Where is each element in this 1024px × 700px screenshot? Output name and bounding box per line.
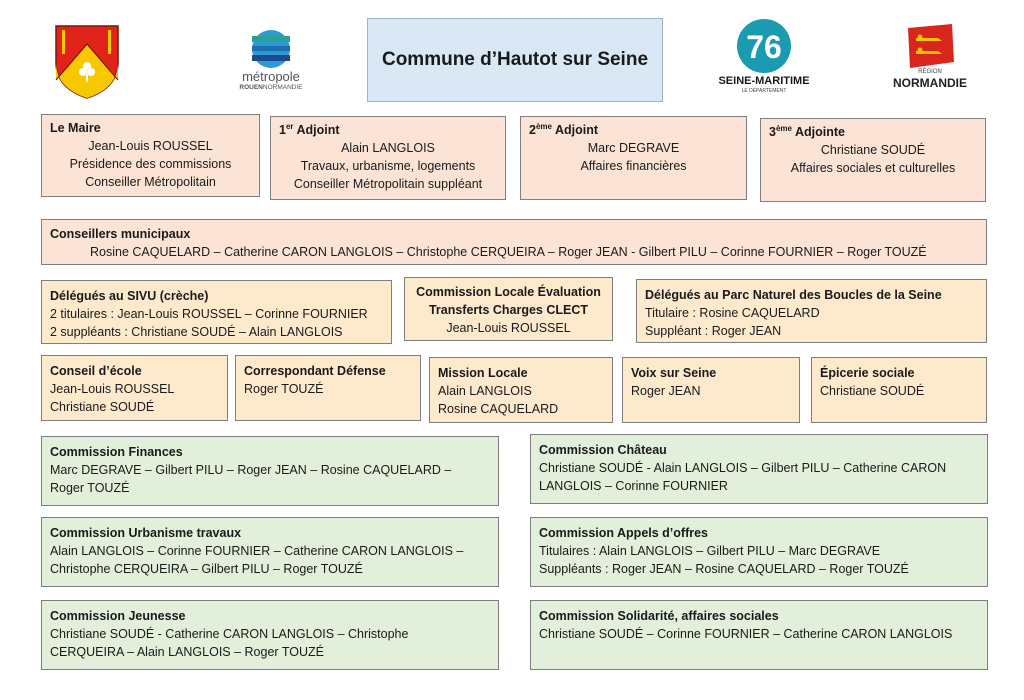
seine-maritime-name: SEINE-MARITIME [718, 75, 810, 87]
commission-urbanisme-title: Commission Urbanisme travaux [50, 526, 242, 540]
commission-solidarite-members: Christiane SOUDÉ – Corinne FOURNIER – Ca… [539, 627, 953, 641]
commission-finances-members-2: Roger TOUZÉ [50, 481, 130, 495]
commission-solidarite-box: Commission Solidarité, affaires sociales… [530, 600, 988, 670]
mission-locale-member-2: Rosine CAQUELARD [438, 402, 559, 416]
parc-naturel-suppleant: Suppléant : Roger JEAN [645, 324, 782, 338]
sivu-suppleants: 2 suppléants : Christiane SOUDÉ – Alain … [50, 325, 343, 339]
parc-naturel-titulaire: Titulaire : Rosine CAQUELARD [645, 306, 820, 320]
metropole-logo-text: métropole [242, 69, 300, 84]
mission-locale-title: Mission Locale [438, 366, 528, 380]
defense-member: Roger TOUZÉ [244, 382, 324, 396]
commission-appels-offres-titulaires: Titulaires : Alain LANGLOIS – Gilbert PI… [539, 544, 881, 558]
mission-locale-member-1: Alain LANGLOIS [438, 384, 532, 398]
commission-jeunesse-members-1: Christiane SOUDÉ - Catherine CARON LANGL… [50, 627, 409, 641]
commission-chateau-box: Commission Château Christiane SOUDÉ - Al… [530, 434, 988, 504]
commission-urbanisme-members-2: Christophe CERQUEIRA – Gilbert PILU – Ro… [50, 562, 363, 576]
seine-maritime-number: 76 [746, 29, 782, 65]
sivu-titulaires: 2 titulaires : Jean-Louis ROUSSEL – Cori… [50, 307, 368, 321]
conseil-ecole-title: Conseil d’école [50, 364, 142, 378]
region-normandie-logo: RÉGION NORMANDIE [888, 24, 972, 98]
commission-finances-members-1: Marc DEGRAVE – Gilbert PILU – Roger JEAN… [50, 463, 452, 477]
commission-chateau-title: Commission Château [539, 443, 667, 457]
voix-sur-seine-box: Voix sur Seine Roger JEAN [622, 357, 800, 423]
commission-finances-box: Commission Finances Marc DEGRAVE – Gilbe… [41, 436, 499, 506]
second-deputy-name: Marc DEGRAVE [587, 141, 680, 155]
council-box: Conseillers municipaux Rosine CAQUELARD … [41, 219, 987, 265]
parc-naturel-box: Délégués au Parc Naturel des Boucles de … [636, 279, 987, 343]
defense-box: Correspondant Défense Roger TOUZÉ [235, 355, 421, 421]
commission-jeunesse-members-2: CERQUEIRA – Alain LANGLOIS – Roger TOUZÉ [50, 645, 324, 659]
metropole-logo-rouen: ROUEN [239, 84, 263, 91]
normandie-region-label: RÉGION [918, 69, 942, 75]
first-deputy-name: Alain LANGLOIS [341, 141, 435, 155]
commission-chateau-members-1: Christiane SOUDÉ - Alain LANGLOIS – Gilb… [539, 461, 947, 475]
third-deputy-role: Affaires sociales et culturelles [790, 161, 956, 175]
mission-locale-box: Mission Locale Alain LANGLOIS Rosine CAQ… [429, 357, 613, 423]
second-deputy-title: 2ème Adjoint [529, 121, 599, 137]
metropole-logo-normandie: NORMANDIE [262, 84, 303, 91]
commission-chateau-members-2: LANGLOIS – Corinne FOURNIER [539, 479, 728, 493]
metropole-logo: métropole ROUENNORMANDIE [228, 28, 314, 104]
commission-jeunesse-title: Commission Jeunesse [50, 609, 186, 623]
clect-member: Jean-Louis ROUSSEL [446, 321, 571, 335]
sivu-delegates-box: Délégués au SIVU (crèche) 2 titulaires :… [41, 280, 392, 344]
council-members: Rosine CAQUELARD – Catherine CARON LANGL… [90, 245, 927, 259]
voix-sur-seine-title: Voix sur Seine [631, 366, 717, 380]
clect-title-1: Commission Locale Évaluation [416, 285, 601, 299]
commission-urbanisme-members-1: Alain LANGLOIS – Corinne FOURNIER – Cath… [50, 544, 464, 558]
mayor-role-1: Présidence des commissions [69, 157, 232, 171]
page-title: Commune d’Hautot sur Seine [367, 18, 663, 102]
seine-maritime-logo: 76 SEINE-MARITIME LE DÉPARTEMENT [718, 18, 810, 102]
first-deputy-box: 1er Adjoint Alain LANGLOIS Travaux, urba… [270, 116, 506, 200]
third-deputy-title: 3ème Adjointe [769, 123, 845, 139]
first-deputy-role-1: Travaux, urbanisme, logements [300, 159, 476, 173]
epicerie-sociale-box: Épicerie sociale Christiane SOUDÉ [811, 357, 987, 423]
council-title: Conseillers municipaux [50, 227, 191, 241]
commission-appels-offres-title: Commission Appels d’offres [539, 526, 709, 540]
seine-maritime-sub: LE DÉPARTEMENT [741, 88, 787, 94]
conseil-ecole-box: Conseil d’école Jean-Louis ROUSSEL Chris… [41, 355, 228, 421]
epicerie-sociale-title: Épicerie sociale [820, 366, 915, 380]
conseil-ecole-member-2: Christiane SOUDÉ [50, 400, 155, 414]
second-deputy-box: 2ème Adjoint Marc DEGRAVE Affaires finan… [520, 116, 747, 200]
mayor-name: Jean-Louis ROUSSEL [88, 139, 213, 153]
parc-naturel-title: Délégués au Parc Naturel des Boucles de … [645, 288, 942, 302]
commission-solidarite-title: Commission Solidarité, affaires sociales [539, 609, 779, 623]
defense-title: Correspondant Défense [244, 364, 386, 378]
voix-sur-seine-member: Roger JEAN [631, 384, 701, 398]
sivu-title: Délégués au SIVU (crèche) [50, 289, 209, 303]
third-deputy-name: Christiane SOUDÉ [820, 143, 926, 157]
mayor-role-2: Conseiller Métropolitain [85, 175, 216, 189]
normandie-name: NORMANDIE [893, 76, 967, 90]
second-deputy-role: Affaires financières [580, 159, 687, 173]
commission-appels-offres-box: Commission Appels d’offres Titulaires : … [530, 517, 988, 587]
commission-urbanisme-box: Commission Urbanisme travaux Alain LANGL… [41, 517, 499, 587]
conseil-ecole-member-1: Jean-Louis ROUSSEL [50, 382, 175, 396]
commission-finances-title: Commission Finances [50, 445, 183, 459]
clect-box: Commission Locale Évaluation Transferts … [404, 277, 613, 341]
clect-title-2: Transferts Charges CLECT [428, 303, 589, 317]
mayor-title: Le Maire [50, 121, 101, 135]
commission-jeunesse-box: Commission Jeunesse Christiane SOUDÉ - C… [41, 600, 499, 670]
first-deputy-title: 1er Adjoint [279, 121, 340, 137]
coat-of-arms-logo [52, 22, 122, 100]
first-deputy-role-2: Conseiller Métropolitain suppléant [293, 177, 483, 191]
epicerie-sociale-member: Christiane SOUDÉ [820, 384, 925, 398]
commission-appels-offres-suppleants: Suppléants : Roger JEAN – Rosine CAQUELA… [539, 562, 909, 576]
mayor-box: Le Maire Jean-Louis ROUSSEL Présidence d… [41, 114, 260, 197]
third-deputy-box: 3ème Adjointe Christiane SOUDÉ Affaires … [760, 118, 986, 202]
